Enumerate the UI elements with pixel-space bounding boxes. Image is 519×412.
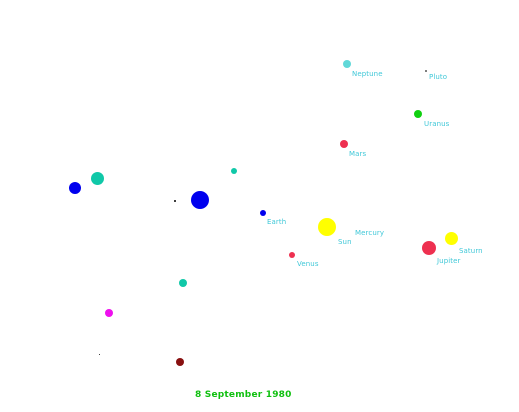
- mercury-label: Mercury: [355, 229, 385, 237]
- pluto-label: Pluto: [429, 73, 448, 81]
- venus-dot[interactable]: [289, 252, 295, 258]
- tiny-dot-2: [99, 354, 100, 355]
- pluto-dot[interactable]: [425, 70, 427, 72]
- uranus-label: Uranus: [424, 120, 450, 128]
- neptune-dot[interactable]: [343, 60, 351, 68]
- darkred-body[interactable]: [176, 358, 184, 366]
- saturn-label: Saturn: [459, 247, 483, 255]
- teal-body-small[interactable]: [231, 168, 237, 174]
- earth-dot[interactable]: [260, 210, 266, 216]
- large-blue-body[interactable]: [191, 191, 209, 209]
- neptune-label: Neptune: [352, 70, 383, 78]
- sun-label: Sun: [338, 238, 352, 246]
- sun-dot[interactable]: [318, 218, 336, 236]
- mars-label: Mars: [349, 150, 367, 158]
- medium-blue-body[interactable]: [69, 182, 81, 194]
- jupiter-dot[interactable]: [422, 241, 436, 255]
- teal-body-medium[interactable]: [179, 279, 187, 287]
- magenta-body[interactable]: [105, 309, 113, 317]
- saturn-dot[interactable]: [445, 232, 458, 245]
- earth-label: Earth: [267, 218, 287, 226]
- jupiter-label: Jupiter: [437, 257, 461, 265]
- uranus-dot[interactable]: [414, 110, 422, 118]
- venus-label: Venus: [297, 260, 319, 268]
- tiny-dot-1: [174, 200, 176, 202]
- teal-body-large[interactable]: [91, 172, 104, 185]
- mars-dot[interactable]: [340, 140, 348, 148]
- date-label: 8 September 1980: [195, 390, 292, 400]
